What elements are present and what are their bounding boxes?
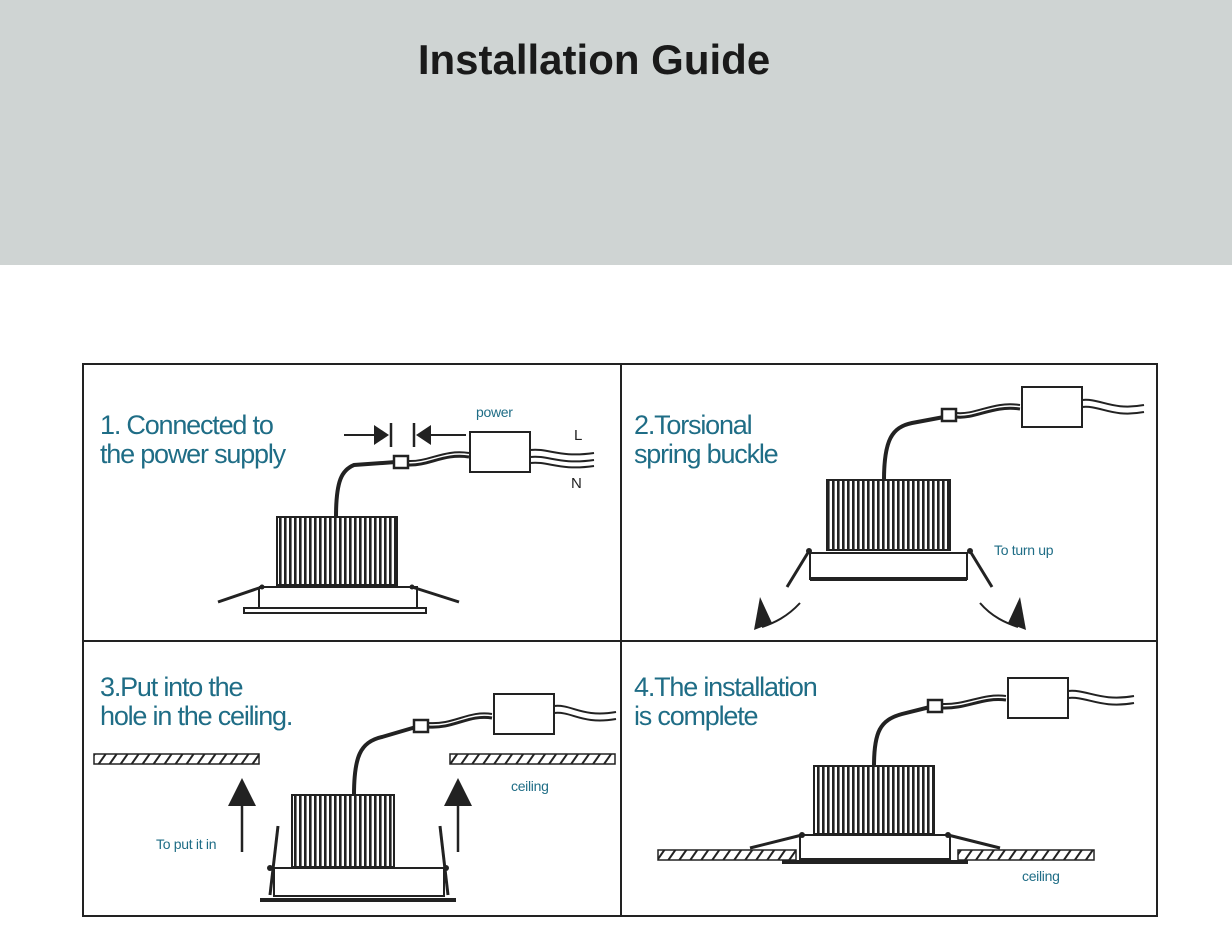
step-3-illustration: [93, 693, 617, 902]
page-title: Installation Guide: [417, 36, 771, 83]
cable: [882, 415, 945, 481]
heat-sink: [813, 765, 935, 835]
cable: [352, 725, 417, 796]
label-neutral: N: [571, 475, 582, 492]
connector: [926, 698, 944, 714]
step-4-line-2: is complete: [634, 701, 759, 731]
step-1-title: 1. Connected to the power supply: [100, 410, 286, 469]
step-2-title: 2.Torsional spring buckle: [634, 410, 779, 469]
spring-clip-right: [411, 585, 460, 604]
step-1-line-2: the power supply: [100, 439, 286, 469]
label-ceiling: ceiling: [511, 778, 549, 794]
step-2-illustration: [754, 386, 1145, 630]
power-driver: [1007, 677, 1069, 719]
panel-step-1: 1. Connected to the power supply power L…: [84, 365, 620, 640]
step-3-title: 3.Put into the hole in the ceiling.: [100, 672, 293, 731]
turn-arrow-right: [979, 602, 1019, 628]
step-1-illustration: [217, 423, 595, 614]
cable: [334, 460, 397, 518]
turn-arrow-left: [761, 602, 801, 628]
spring-clip-left: [268, 825, 280, 896]
panel-step-2: 2.Torsional spring buckle To turn up: [622, 365, 1158, 640]
step-4-title: 4.The installation is complete: [634, 672, 818, 731]
spring-clip-right: [947, 833, 1001, 850]
step-1-line-1: 1. Connected to: [100, 410, 274, 440]
step-4-illustration: [657, 677, 1135, 864]
step-4-line-1: 4.The installation: [634, 672, 818, 702]
label-power: power: [476, 404, 513, 420]
spring-clip-left: [749, 833, 803, 850]
heat-sink: [291, 794, 395, 868]
cable: [872, 705, 931, 767]
spring-clip-right: [968, 550, 994, 588]
heat-sink: [276, 516, 398, 586]
spring-clip-left: [785, 550, 811, 588]
installation-diagram: 1. Connected to the power supply power L…: [82, 363, 1158, 917]
connector: [412, 718, 430, 734]
label-to-turn-up: To turn up: [994, 542, 1054, 558]
spring-clip-right: [438, 825, 450, 896]
label-to-put-it-in: To put it in: [156, 836, 217, 852]
header-banner: Installation Guide: [0, 0, 1232, 265]
heat-sink: [826, 479, 951, 551]
step-2-line-1: 2.Torsional: [634, 410, 753, 440]
step-3-line-1: 3.Put into the: [100, 672, 244, 702]
power-driver: [493, 693, 555, 735]
label-live: L: [574, 427, 583, 444]
up-arrow-right: [444, 778, 472, 806]
spring-clip-left: [217, 585, 263, 604]
panel-step-3: 3.Put into the hole in the ceiling. ceil…: [84, 642, 620, 917]
up-arrow-left: [228, 778, 256, 806]
panel-step-4: 4.The installation is complete ceiling: [622, 642, 1158, 917]
connector: [940, 407, 958, 423]
ceiling-left: [93, 753, 260, 765]
connector: [392, 454, 410, 470]
panel-divider-horizontal: [84, 640, 1156, 642]
label-ceiling: ceiling: [1022, 868, 1060, 884]
step-2-line-2: spring buckle: [634, 439, 779, 469]
ceiling-right: [957, 849, 1095, 861]
power-driver: [1021, 386, 1083, 428]
ceiling-right: [449, 753, 616, 765]
ceiling-left: [657, 849, 797, 861]
step-3-line-2: hole in the ceiling.: [100, 701, 293, 731]
power-driver: [469, 431, 531, 473]
